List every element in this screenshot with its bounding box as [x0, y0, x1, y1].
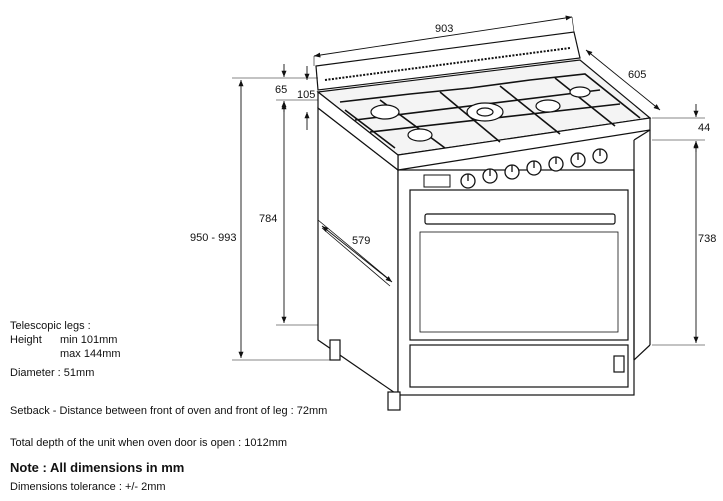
storage-drawer: [409, 344, 629, 388]
tolerance-note: Dimensions tolerance : +/- 2mm: [10, 481, 166, 493]
total-depth-note: Total depth of the unit when oven door i…: [10, 437, 288, 449]
oven-handle: [424, 213, 616, 225]
dim-body-height: 784: [259, 213, 277, 225]
height-max: max 144mm: [60, 348, 121, 360]
dim-oven-height: 738: [698, 233, 716, 245]
dim-width: 903: [435, 23, 453, 35]
note-title: Note : All dimensions in mm: [10, 460, 185, 475]
dim-cooktop-depth: 44: [698, 122, 710, 134]
dim-backguard-height: 65: [275, 84, 287, 96]
dim-total-height: 950 - 993: [190, 232, 236, 244]
telescopic-legs: [329, 339, 625, 411]
oven-window: [419, 231, 619, 333]
dim-body-depth: 579: [352, 235, 370, 247]
burner-icon: [370, 86, 591, 142]
diameter: Diameter : 51mm: [10, 367, 95, 379]
dim-depth: 605: [628, 69, 646, 81]
height-min: min 101mm: [60, 334, 118, 346]
dim-backguard-offset: 105: [297, 89, 315, 101]
knob-icon: [460, 148, 608, 189]
height-label: Height: [10, 334, 42, 346]
setback-note: Setback - Distance between front of oven…: [10, 405, 328, 417]
legs-title: Telescopic legs :: [10, 320, 91, 332]
timer-display: [423, 174, 451, 188]
